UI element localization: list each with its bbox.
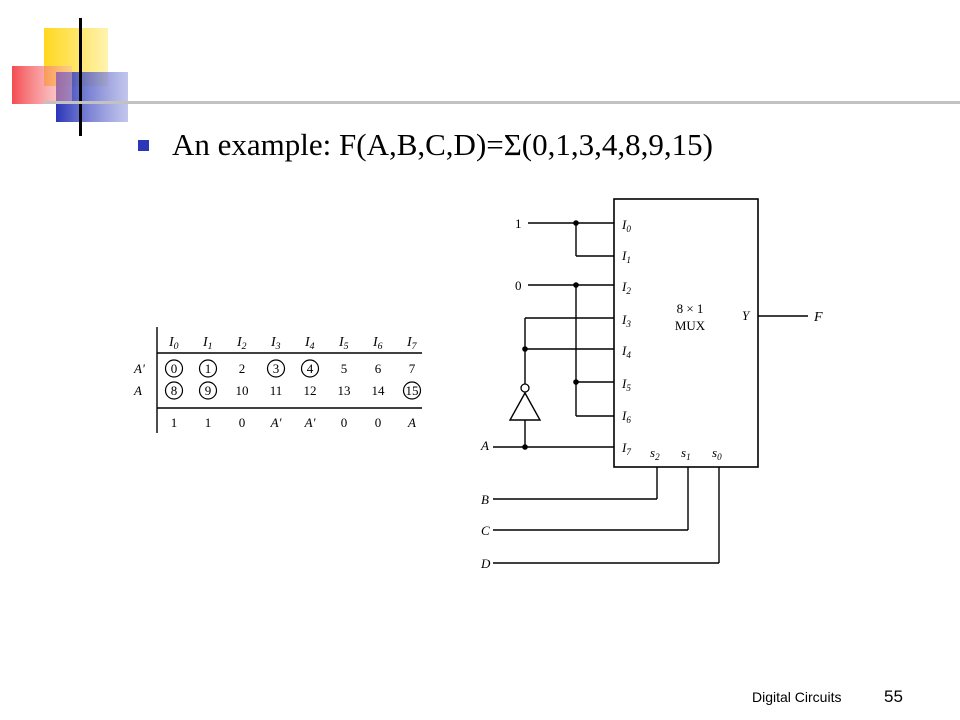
junction-dot bbox=[573, 220, 579, 226]
table-cell: 6 bbox=[375, 361, 382, 376]
table-header-5: I5 bbox=[338, 335, 349, 352]
bullet-item: An example: F(A,B,C,D)=Σ(0,1,3,4,8,9,15) bbox=[138, 120, 713, 170]
junction-dot bbox=[573, 282, 579, 288]
input-a-label: A bbox=[480, 438, 489, 453]
table-header-6: I6 bbox=[372, 335, 383, 352]
table-header-3: I3 bbox=[270, 335, 281, 352]
mux-select-pin-1: s1 bbox=[681, 445, 691, 462]
bullet-text: An example: F(A,B,C,D)=Σ(0,1,3,4,8,9,15) bbox=[172, 127, 713, 162]
mux-title-line2: MUX bbox=[675, 318, 706, 333]
select-input-label-2: D bbox=[480, 556, 491, 571]
junction-dot bbox=[522, 444, 528, 450]
select-input-label-1: C bbox=[481, 523, 490, 538]
output-label-f: F bbox=[813, 310, 823, 325]
minterm-circle bbox=[164, 381, 184, 400]
constant-zero-label: 0 bbox=[515, 278, 522, 293]
mux-input-pin-1: I1 bbox=[621, 248, 631, 265]
mux-input-pin-4: I4 bbox=[621, 343, 631, 360]
table-cell: 11 bbox=[270, 383, 283, 398]
deco-red-square bbox=[12, 66, 72, 104]
table-cell: 14 bbox=[372, 383, 386, 398]
table-header-4: I4 bbox=[304, 335, 315, 352]
table-cell: 5 bbox=[341, 361, 348, 376]
junction-dot bbox=[573, 379, 579, 385]
mux-input-pin-7: I7 bbox=[621, 440, 631, 457]
minterm-circle bbox=[198, 381, 218, 400]
table-result-cell: 0 bbox=[239, 415, 246, 430]
table-header-2: I2 bbox=[236, 335, 247, 352]
table-cell: 2 bbox=[239, 361, 246, 376]
mux-title-line1: 8 × 1 bbox=[677, 301, 704, 316]
mux-input-pin-5: I5 bbox=[621, 376, 631, 393]
table-result-cell: 1 bbox=[171, 415, 178, 430]
mux-box bbox=[613, 198, 759, 468]
constant-one-label: 1 bbox=[515, 216, 522, 231]
inverter-icon bbox=[508, 391, 542, 421]
junction-dot bbox=[522, 346, 528, 352]
table-cell: 1 bbox=[205, 361, 212, 376]
table-cell: 0 bbox=[171, 361, 178, 376]
select-input-label-0: B bbox=[481, 492, 489, 507]
mux-select-pin-2: s0 bbox=[712, 445, 722, 462]
bullet-square-icon bbox=[138, 139, 149, 151]
table-result-cell: A' bbox=[270, 415, 282, 430]
table-cell: 9 bbox=[205, 383, 212, 398]
table-row-label: A' bbox=[133, 361, 145, 376]
deco-vertical-line bbox=[79, 18, 82, 136]
minterm-circle bbox=[266, 359, 286, 378]
table-cell: 12 bbox=[304, 383, 317, 398]
mux-select-pin-0: s2 bbox=[650, 445, 660, 462]
inverter-bubble-icon bbox=[520, 383, 530, 393]
table-cell: 3 bbox=[273, 361, 280, 376]
table-cell: 4 bbox=[307, 361, 314, 376]
mux-input-pin-0: I0 bbox=[621, 217, 631, 234]
corner-decoration bbox=[12, 18, 128, 136]
table-cell: 7 bbox=[409, 361, 416, 376]
title-rule bbox=[44, 101, 960, 104]
table-result-cell: 0 bbox=[375, 415, 382, 430]
table-result-cell: A bbox=[407, 415, 416, 430]
minterm-circle bbox=[198, 359, 218, 378]
table-header-0: I0 bbox=[168, 335, 179, 352]
table-header-7: I7 bbox=[406, 335, 418, 352]
minterm-circle bbox=[402, 381, 422, 400]
table-row-label: A bbox=[133, 383, 142, 398]
minterm-circle bbox=[164, 359, 184, 378]
mux-input-pin-2: I2 bbox=[621, 279, 631, 296]
mux-input-pin-6: I6 bbox=[621, 408, 631, 425]
table-cell: 8 bbox=[171, 383, 178, 398]
page-number: 55 bbox=[884, 687, 903, 706]
mux-output-pin: Y bbox=[742, 308, 751, 323]
table-cell: 15 bbox=[406, 383, 419, 398]
table-result-cell: A' bbox=[304, 415, 316, 430]
table-cell: 13 bbox=[338, 383, 351, 398]
table-result-cell: 1 bbox=[205, 415, 212, 430]
table-cell: 10 bbox=[236, 383, 249, 398]
footer-label: Digital Circuits bbox=[752, 689, 842, 705]
table-result-cell: 0 bbox=[341, 415, 348, 430]
table-header-1: I1 bbox=[202, 335, 213, 352]
minterm-circle bbox=[300, 359, 320, 378]
mux-input-pin-3: I3 bbox=[621, 312, 631, 329]
